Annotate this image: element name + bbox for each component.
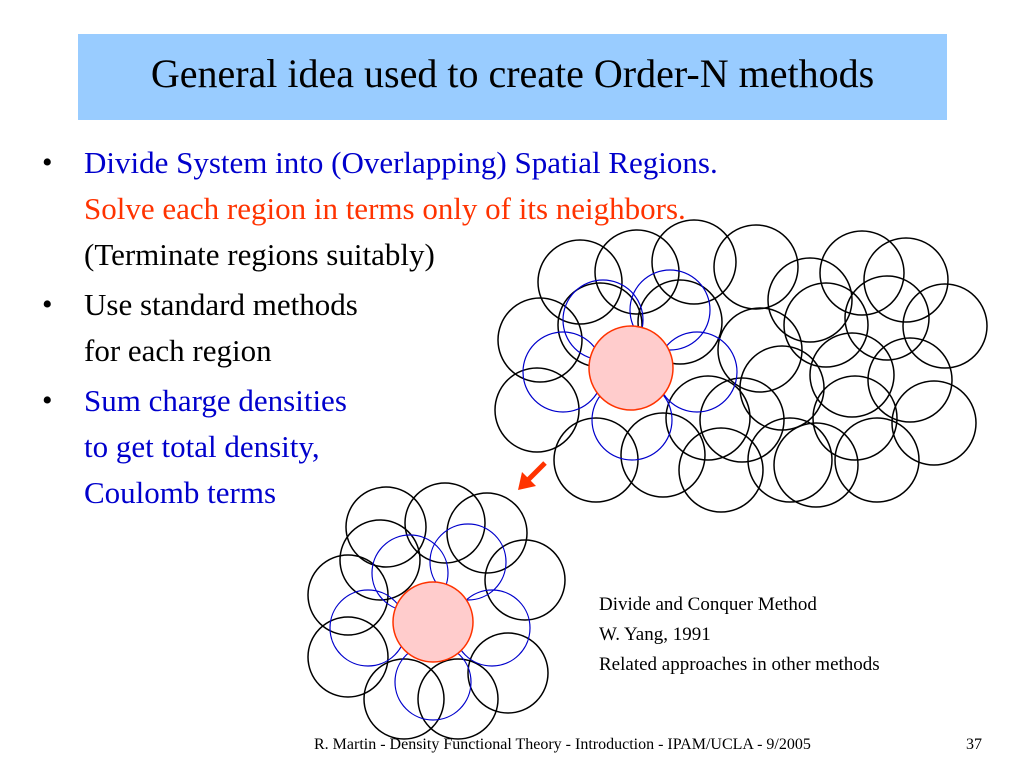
caption-line: W. Yang, 1991 bbox=[599, 624, 711, 645]
region-circle bbox=[699, 377, 785, 463]
region-circle bbox=[494, 367, 580, 453]
method-caption: Divide and Conquer Method W. Yang, 1991 … bbox=[599, 590, 880, 680]
bullet-item: • Divide System into (Overlapping) Spati… bbox=[42, 140, 922, 278]
neighbor-circle bbox=[429, 523, 507, 601]
region-circle bbox=[819, 230, 905, 316]
region-circle bbox=[867, 337, 953, 423]
page-title: General idea used to create Order-N meth… bbox=[150, 51, 875, 96]
region-circle bbox=[665, 375, 751, 461]
bullet-dot-icon: • bbox=[42, 384, 53, 417]
region-circle bbox=[739, 345, 825, 431]
region-circle bbox=[497, 297, 583, 383]
arrow-down-left-icon bbox=[518, 461, 547, 490]
region-circle bbox=[637, 279, 723, 365]
region-circle bbox=[594, 229, 680, 315]
region-circle bbox=[902, 283, 988, 369]
bullet-line: Sum charge densities bbox=[84, 383, 347, 418]
bullet-line: Use standard methods bbox=[84, 287, 358, 322]
region-circle bbox=[537, 239, 623, 325]
region-circle bbox=[620, 412, 706, 498]
caption-line: Divide and Conquer Method bbox=[599, 594, 817, 615]
footer-text: R. Martin - Density Functional Theory - … bbox=[314, 736, 811, 753]
bullet-line: Divide System into (Overlapping) Spatial… bbox=[84, 145, 718, 180]
region-circle bbox=[747, 417, 833, 503]
region-circle bbox=[484, 539, 566, 621]
bullet-line: Coulomb terms bbox=[84, 475, 277, 510]
bullet-dot-icon: • bbox=[42, 288, 53, 321]
bullet-line: Solve each region in terms only of its n… bbox=[84, 191, 686, 226]
neighbor-circle bbox=[629, 269, 711, 351]
region-circle bbox=[446, 492, 528, 574]
region-circle bbox=[678, 427, 764, 513]
region-circle bbox=[844, 275, 930, 361]
bullet-dot-icon: • bbox=[42, 146, 53, 179]
region-circle bbox=[713, 224, 799, 310]
region-circle bbox=[339, 519, 421, 601]
page-number: 37 bbox=[966, 736, 982, 753]
region-circle bbox=[834, 417, 920, 503]
caption-line: Related approaches in other methods bbox=[599, 654, 880, 675]
region-circle bbox=[767, 257, 853, 343]
title-banner: General idea used to create Order-N meth… bbox=[78, 34, 947, 120]
bullet-list: • Divide System into (Overlapping) Spati… bbox=[42, 140, 922, 520]
region-circle bbox=[812, 375, 898, 461]
region-circle bbox=[404, 482, 486, 564]
bullet-item: • Use standard methods for each region bbox=[42, 282, 922, 374]
region-circle bbox=[809, 332, 895, 418]
region-circle bbox=[717, 307, 803, 393]
bullet-item: • Sum charge densities to get total dens… bbox=[42, 378, 922, 516]
central-region bbox=[588, 325, 674, 411]
region-circle bbox=[363, 658, 445, 740]
region-circle bbox=[307, 616, 389, 698]
region-circle bbox=[345, 486, 427, 568]
central-region bbox=[392, 581, 474, 663]
region-circle bbox=[783, 282, 869, 368]
region-circle bbox=[417, 658, 499, 740]
region-circle bbox=[863, 237, 949, 323]
region-circle bbox=[773, 422, 859, 508]
region-circle bbox=[467, 632, 549, 714]
bullet-line: for each region bbox=[84, 333, 272, 368]
bullet-line: to get total density, bbox=[84, 429, 320, 464]
region-circle bbox=[651, 219, 737, 305]
region-circle bbox=[891, 380, 977, 466]
bullet-line: (Terminate regions suitably) bbox=[84, 237, 435, 272]
